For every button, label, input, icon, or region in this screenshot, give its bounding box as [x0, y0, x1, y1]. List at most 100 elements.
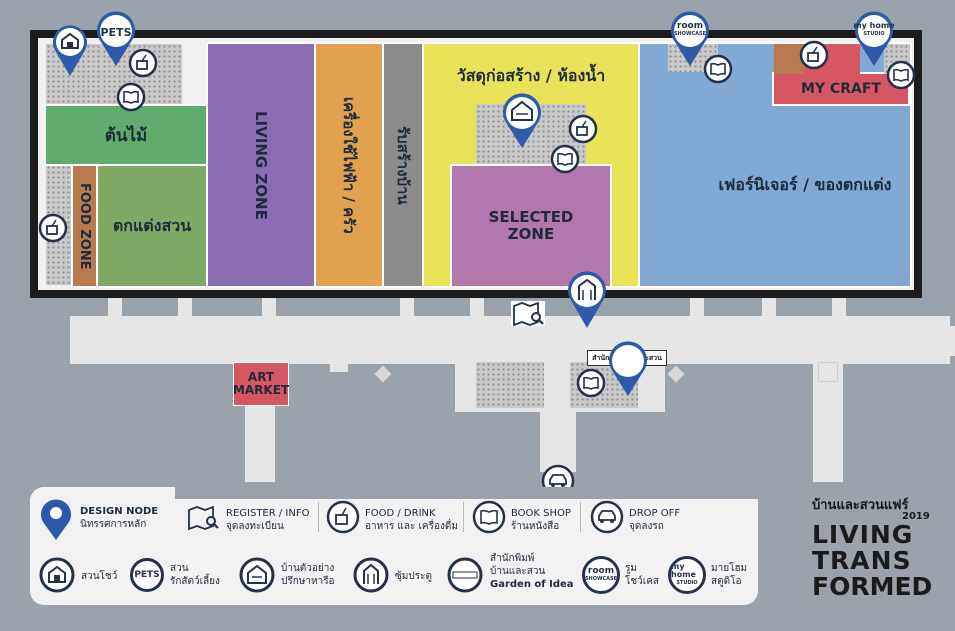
legend-room-icon-text: room	[587, 566, 615, 576]
legend-divider	[463, 502, 464, 532]
appliances-label: เครื่องใช้ไฟฟ้า / ครัว	[340, 96, 358, 234]
selected-zone-line2: ZONE	[507, 225, 555, 243]
garden-show-pin-icon[interactable]	[50, 22, 90, 78]
food-en: FOOD / DRINK	[365, 508, 436, 519]
drop-en: DROP OFF	[629, 508, 681, 519]
hall-connector	[108, 296, 122, 318]
publisher-pin-icon[interactable]	[606, 340, 650, 398]
brand-line2: TRANS	[812, 546, 912, 575]
register-info-icon[interactable]	[510, 298, 546, 328]
legend-studio-icon-text: my home	[671, 562, 696, 579]
register-en: REGISTER / INFO	[226, 508, 310, 519]
zone-tok-taeng-suan[interactable]: ตกแต่งสวน	[96, 164, 208, 288]
publisher-line3: Garden of Idea	[490, 579, 574, 590]
legend-car-icon	[590, 500, 624, 534]
zone-living[interactable]: LIVING ZONE	[206, 42, 316, 288]
book-shop-icon[interactable]	[550, 144, 580, 174]
zone-ton-mai[interactable]: ต้นไม้	[44, 104, 208, 166]
hall-connector	[178, 296, 192, 318]
diamond-marker	[374, 365, 392, 383]
diamond-marker	[667, 365, 685, 383]
book-en: BOOK SHOP	[511, 508, 571, 519]
book-shop-icon[interactable]	[116, 82, 146, 112]
room-pin-subtext: SHOWCASE	[673, 31, 707, 37]
legend-gate-icon	[353, 557, 389, 593]
legend-top-strip	[175, 499, 758, 549]
food-icon[interactable]	[128, 48, 158, 78]
brand-year: 2019	[902, 511, 930, 522]
gate-pin-icon[interactable]	[565, 270, 609, 330]
legend-model-house: บ้านตัวอย่าง ปรึกษาหารือ	[281, 562, 335, 588]
publisher-line1: สำนักพิมพ์	[490, 553, 535, 564]
design-node-en: DESIGN NODE	[80, 506, 159, 517]
studio-line2: สตูดิโอ	[711, 576, 742, 587]
studio-pin-text: my home	[853, 21, 895, 30]
zone-appliances[interactable]: เครื่องใช้ไฟฟ้า / ครัว	[314, 42, 384, 288]
selected-zone-line1: SELECTED	[488, 208, 574, 226]
brand-line3: FORMED	[812, 572, 933, 601]
pets-line2: รักสัตว์เลี้ยง	[170, 576, 220, 587]
pets-pin-label: PETS	[100, 26, 132, 39]
hall-connector	[470, 296, 484, 318]
legend-studio-icon: my home STUDIO	[668, 556, 706, 594]
room-showcase-pin-icon[interactable]	[668, 10, 712, 68]
legend-room-icon-sub: SHOWCASE	[584, 576, 618, 582]
brand-line1: LIVING	[812, 520, 914, 549]
legend-pets-icon: PETS	[130, 558, 164, 592]
room-line1: รูม	[625, 563, 637, 574]
my-craft-brown-block	[774, 44, 804, 74]
lower-hatched-block-1	[476, 362, 544, 408]
studio-pin-subtext: STUDIO	[863, 31, 885, 37]
pets-line1: สวน	[170, 563, 189, 574]
hall-connector	[262, 296, 276, 318]
room-pin-text: room	[676, 21, 704, 31]
food-icon[interactable]	[799, 40, 829, 70]
legend-studio: มายโฮม สตูดิโอ	[711, 562, 747, 588]
legend-register-icon	[188, 505, 219, 531]
legend-food-icon	[326, 500, 360, 534]
hall-connector	[690, 296, 704, 318]
art-market[interactable]: ART MARKET	[233, 362, 289, 406]
model-house-line1: บ้านตัวอย่าง	[281, 563, 335, 574]
food-icon[interactable]	[568, 114, 598, 144]
model-house-pin-icon[interactable]	[500, 92, 544, 150]
legend-book: BOOK SHOP ร้านหนังสือ	[511, 507, 571, 533]
lower-walkway-far	[330, 362, 348, 372]
room-pin-label: room SHOWCASE	[670, 22, 710, 38]
zone-contractor[interactable]: รับสร้างบ้าน	[382, 42, 424, 288]
zone-selected[interactable]: SELECTED ZONE	[450, 164, 612, 288]
brand-thai-name: บ้านและสวนแฟร์	[812, 498, 909, 513]
legend-divider	[580, 502, 581, 532]
my-home-studio-pin-icon[interactable]	[852, 10, 896, 68]
book-th: ร้านหนังสือ	[511, 521, 560, 532]
legend-register: REGISTER / INFO จุดลงทะเบียน	[226, 507, 309, 533]
register-th: จุดลงทะเบียน	[226, 521, 284, 532]
materials-label: วัสดุก่อสร้าง / ห้องน้ำ	[456, 66, 606, 85]
lower-walkway-right	[813, 362, 843, 482]
art-market-line2: MARKET	[232, 383, 290, 397]
legend-book-icon	[472, 500, 506, 534]
food-zone-label: FOOD ZONE	[77, 182, 92, 270]
living-zone-label: LIVING ZONE	[252, 110, 270, 220]
contractor-label: รับสร้างบ้าน	[394, 125, 412, 205]
design-node-th: นิทรรศการหลัก	[80, 519, 147, 530]
book-shop-icon[interactable]	[703, 54, 733, 84]
legend-gate: ซุ้มประตู	[395, 571, 432, 582]
legend-top-cover	[175, 487, 758, 499]
legend-room: รูม โชว์เคส	[625, 562, 659, 588]
food-icon[interactable]	[38, 213, 68, 243]
main-corridor	[70, 316, 950, 364]
book-shop-icon[interactable]	[886, 60, 916, 90]
hall-connector	[762, 296, 776, 318]
food-th: อาหาร และ เครื่องดื่ม	[365, 521, 458, 532]
corridor-right-tip	[905, 326, 955, 356]
legend-garden-show: สวนโชว์	[81, 571, 118, 582]
studio-line1: มายโฮม	[711, 563, 748, 574]
model-house-line2: ปรึกษาหารือ	[281, 576, 335, 587]
legend-publisher-icon	[447, 557, 483, 593]
legend-design-node: DESIGN NODE นิทรรศการหลัก	[80, 505, 158, 531]
book-shop-icon[interactable]	[576, 368, 606, 398]
legend-pets: สวน รักสัตว์เลี้ยง	[170, 562, 220, 588]
zone-food[interactable]: FOOD ZONE	[71, 164, 98, 288]
pets-pin-icon[interactable]	[94, 10, 138, 68]
